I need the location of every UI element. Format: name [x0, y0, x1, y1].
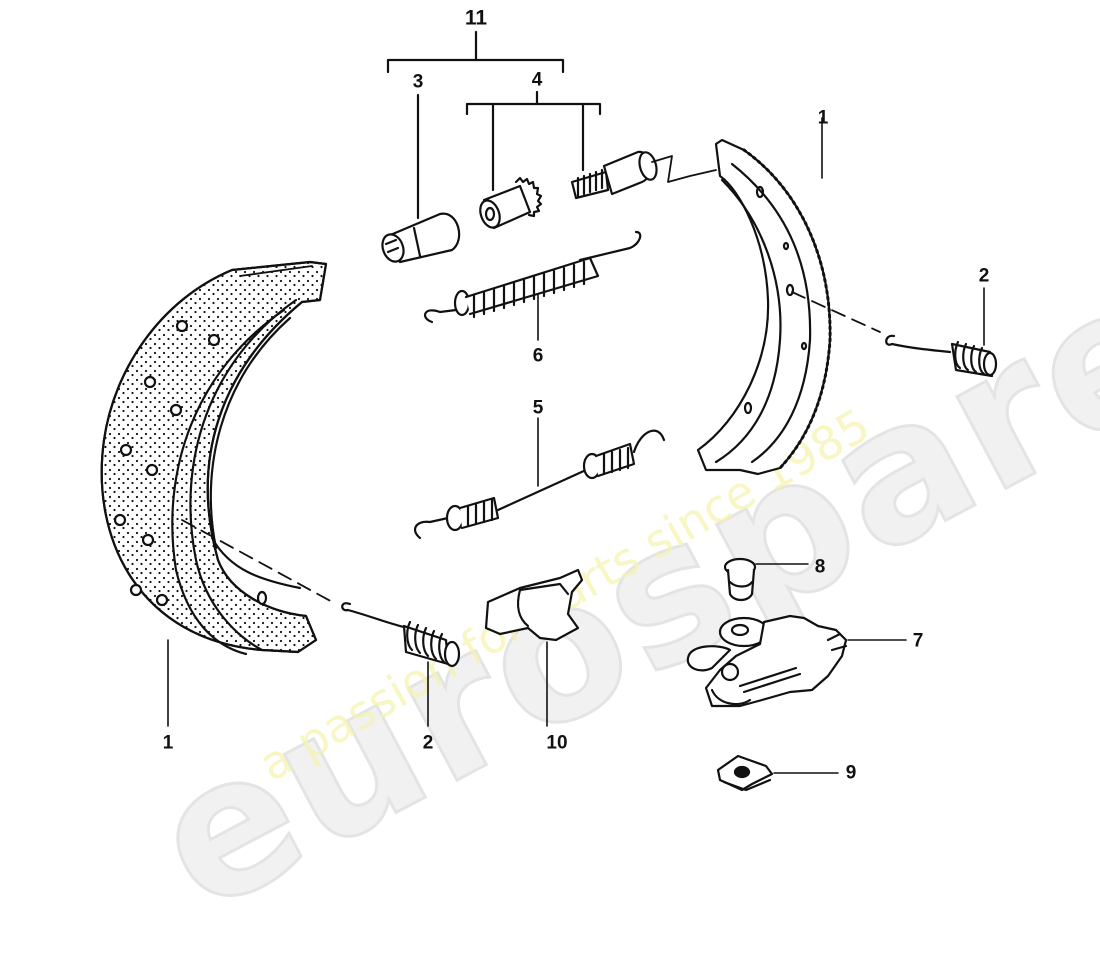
- callout-10: 10: [546, 732, 568, 754]
- callout-1-left: 1: [162, 732, 174, 754]
- part-10-bracket: [484, 568, 584, 727]
- bracket-11: [386, 30, 565, 220]
- callout-2-left: 2: [422, 732, 434, 754]
- part-7-expander-lever: [686, 614, 907, 708]
- part-4-adjuster-wheel: [479, 176, 543, 230]
- part-8-pin: [723, 557, 809, 602]
- callout-2-right: 2: [978, 265, 990, 287]
- callout-3: 3: [412, 71, 424, 93]
- callout-9: 9: [845, 762, 857, 784]
- callout-6: 6: [532, 345, 544, 367]
- part-5-lower-spring: [413, 417, 666, 540]
- part-4-adjuster-screw: [570, 150, 717, 200]
- callout-8: 8: [814, 556, 826, 578]
- diagram-drawing: [100, 30, 998, 792]
- part-9-clip-nut: [716, 754, 839, 792]
- part-1-right-brake-shoe: [696, 117, 881, 476]
- part-1-left-brake-shoe: [100, 260, 337, 727]
- part-3-adjuster-sleeve: [381, 212, 461, 264]
- bracket-4: [465, 90, 602, 192]
- callout-11: 11: [464, 6, 488, 30]
- part-6-upper-spring: [423, 230, 642, 341]
- callout-1-right: 1: [817, 107, 829, 129]
- callout-5: 5: [532, 397, 544, 419]
- callout-4: 4: [531, 69, 543, 91]
- parts-diagram: eurospares a passion for parts since 198…: [100, 6, 1100, 955]
- callout-7: 7: [912, 630, 924, 652]
- part-2-left-spring: [341, 602, 461, 727]
- part-2-right-spring: [885, 287, 998, 378]
